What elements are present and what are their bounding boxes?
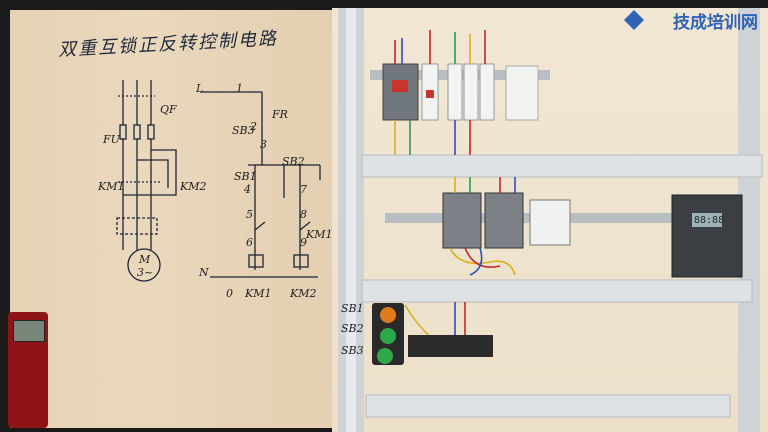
- terminal-block: [408, 335, 493, 357]
- cabinet-frame: [338, 8, 763, 432]
- sb2-button[interactable]: [380, 328, 396, 344]
- label-sb2: SB2: [282, 155, 305, 168]
- brand-diamond-icon: [624, 10, 644, 30]
- label-four: 4: [244, 183, 251, 196]
- label-km1-coil: KM1: [245, 287, 272, 300]
- label-motor-3: 3~: [137, 266, 154, 279]
- wiring: [394, 30, 516, 346]
- label-sb3: SB3: [232, 124, 255, 137]
- cabinet-label-sb1: SB1: [341, 302, 364, 315]
- label-two: 2: [250, 120, 257, 133]
- label-n: N: [199, 266, 209, 279]
- label-km1-aux: KM1: [306, 228, 333, 241]
- label-three: 3: [260, 138, 267, 151]
- schematic-ink: [116, 80, 321, 282]
- breaker-row: [382, 63, 539, 121]
- label-fr: FR: [272, 108, 288, 121]
- label-km1-main: KM1: [98, 180, 125, 193]
- label-zero: 0: [226, 287, 233, 300]
- label-nine: 9: [300, 236, 307, 249]
- wooden-schematic-board: [10, 10, 340, 428]
- label-one: 1: [236, 82, 243, 95]
- label-qf: QF: [160, 103, 177, 116]
- label-seven: 7: [300, 183, 307, 196]
- cabinet-label-sb3: SB3: [341, 344, 364, 357]
- label-five: 5: [246, 208, 253, 221]
- pushbutton-panel: [372, 303, 404, 365]
- label-l: L: [196, 82, 204, 95]
- sb1-button[interactable]: [380, 307, 396, 323]
- brand-logo-text: 技成培训网: [673, 13, 758, 33]
- multimeter: [8, 312, 48, 428]
- sb3-button[interactable]: [377, 348, 393, 364]
- brand-logo: 技成培训网: [673, 8, 758, 33]
- multimeter-screen: [13, 320, 45, 342]
- label-km2-main: KM2: [180, 180, 207, 193]
- label-six: 6: [246, 236, 253, 249]
- label-eight: 8: [300, 208, 307, 221]
- label-sb1: SB1: [234, 170, 257, 183]
- label-fu: FU: [103, 133, 120, 146]
- label-km2-coil: KM2: [290, 287, 317, 300]
- cabinet-label-sb2: SB2: [341, 322, 364, 335]
- contactors: [442, 192, 743, 278]
- label-motor-m: M: [139, 253, 151, 266]
- timer-display: 88:88: [694, 215, 725, 226]
